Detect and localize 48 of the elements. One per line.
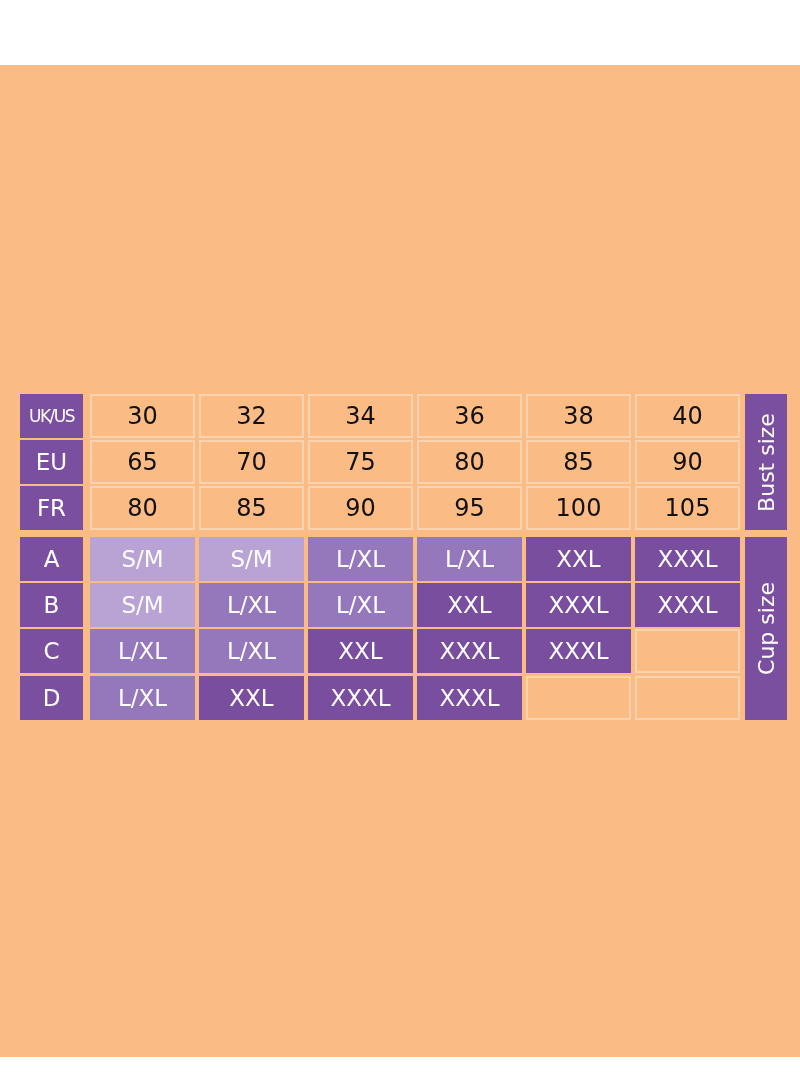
size-label: S/M [90, 537, 195, 581]
size-label: S/M [199, 537, 304, 581]
size-label: L/XL [90, 676, 195, 720]
size-value: 85 [526, 440, 631, 484]
size-value: 30 [90, 394, 195, 438]
row-header: FR [20, 486, 83, 530]
size-value: 100 [526, 486, 631, 530]
size-label: L/XL [199, 629, 304, 673]
size-label: XXL [308, 629, 413, 673]
size-value: 32 [199, 394, 304, 438]
size-label: XXL [417, 583, 522, 627]
size-value: 105 [635, 486, 740, 530]
size-value: 34 [308, 394, 413, 438]
size-label: L/XL [90, 629, 195, 673]
size-value: 36 [417, 394, 522, 438]
size-value: 80 [417, 440, 522, 484]
size-value: 95 [417, 486, 522, 530]
size-label: L/XL [417, 537, 522, 581]
size-label: XXXL [635, 583, 740, 627]
size-label: XXXL [526, 583, 631, 627]
size-value: 75 [308, 440, 413, 484]
size-label: L/XL [199, 583, 304, 627]
size-value: 85 [199, 486, 304, 530]
row-header: C [20, 629, 83, 673]
size-value: 90 [308, 486, 413, 530]
size-label: S/M [90, 583, 195, 627]
size-value: 90 [635, 440, 740, 484]
size-label: XXL [526, 537, 631, 581]
row-header: UK/US [20, 394, 83, 438]
row-header: B [20, 583, 83, 627]
size-label: XXXL [417, 629, 522, 673]
row-header: D [20, 676, 83, 720]
size-label: XXXL [308, 676, 413, 720]
size-value: 65 [90, 440, 195, 484]
side-header: Bust size [745, 394, 787, 530]
size-value: 70 [199, 440, 304, 484]
row-header: A [20, 537, 83, 581]
size-label: XXL [199, 676, 304, 720]
row-header: EU [20, 440, 83, 484]
side-header: Cup size [745, 537, 787, 720]
size-value: 40 [635, 394, 740, 438]
size-label: XXXL [526, 629, 631, 673]
size-value: 38 [526, 394, 631, 438]
size-label: XXXL [417, 676, 522, 720]
size-label: XXXL [635, 537, 740, 581]
size-value: 80 [90, 486, 195, 530]
size-label: L/XL [308, 583, 413, 627]
size-label: L/XL [308, 537, 413, 581]
